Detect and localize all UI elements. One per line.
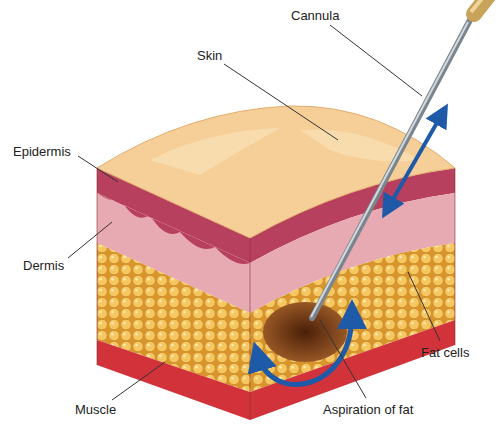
cannula-tube [312, 20, 470, 318]
fat-cavity [263, 302, 347, 362]
leader-line [78, 156, 118, 182]
part-label: Dermis [22, 258, 65, 273]
part-label: Fat cells [420, 345, 470, 360]
part-label: Cannula [290, 8, 340, 23]
part-label: Aspiration of fat [322, 402, 414, 417]
part-label: Epidermis [12, 144, 72, 159]
leader-line [330, 25, 422, 96]
leader-line [408, 272, 440, 341]
leader-line [112, 362, 165, 400]
leader-line [320, 320, 366, 398]
part-label: Muscle [74, 402, 117, 417]
motion-arrow [258, 314, 352, 384]
part-label: Skin [196, 48, 223, 63]
muscle-layer [97, 340, 250, 420]
leader-line [224, 64, 338, 140]
leader-line [68, 222, 112, 258]
motion-arrow [388, 114, 442, 208]
skin-surface [97, 106, 455, 238]
